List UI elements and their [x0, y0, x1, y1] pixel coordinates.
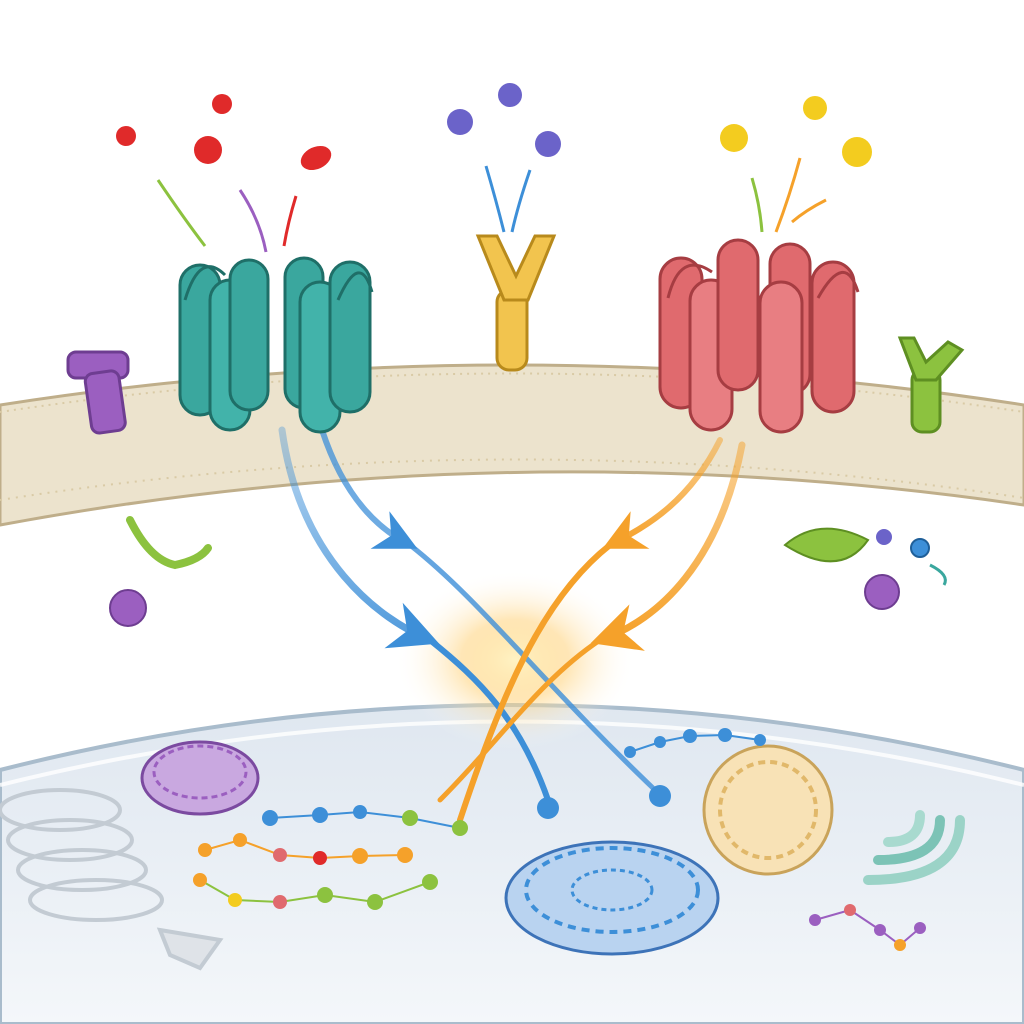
blue-pathway-1 [278, 426, 440, 649]
orange-pathway-1 [602, 437, 723, 549]
bead-chain-1 [262, 805, 468, 836]
y-shaped-receptor [475, 234, 557, 372]
bead-chain-2 [198, 833, 413, 865]
pathway-endpoint [649, 785, 671, 807]
orange-pathway-2 [590, 441, 746, 651]
red-transmembrane-receptor [658, 238, 860, 434]
blue-pathway-4 [407, 542, 658, 793]
pathway-endpoint [537, 797, 559, 819]
blue-ligand-molecules [447, 83, 561, 233]
green-y-receptor [897, 336, 965, 434]
convergence-glow [395, 570, 635, 750]
bead-chain-4 [624, 728, 766, 758]
ligand-dot [498, 83, 522, 107]
red-ligand-molecules [116, 94, 332, 253]
blue-disc-organelle [504, 840, 720, 956]
t-shaped-receptor [66, 350, 130, 435]
ligand-dot [720, 124, 748, 152]
purple-disc-organelle [140, 740, 260, 816]
nucleus [0, 703, 1024, 1024]
bead-chain-5 [809, 904, 926, 951]
yellow-ligand-molecules [720, 96, 872, 233]
tan-disc-organelle [702, 744, 834, 876]
teal-transmembrane-receptor [178, 256, 374, 434]
ligand-dot [535, 131, 561, 157]
cytoplasm-molecules-left [109, 516, 212, 627]
golgi-like-organelle [863, 810, 965, 885]
bead-chain-3 [193, 873, 438, 910]
cell-membrane [0, 363, 1024, 527]
ligand-dot [842, 137, 872, 167]
ligand-dot [803, 96, 827, 120]
signaling-pathways [278, 426, 746, 823]
blue-pathway-3 [427, 637, 551, 803]
ligand-dot [447, 109, 473, 135]
blue-pathway-2 [319, 427, 418, 549]
orange-pathway-4 [437, 637, 603, 803]
ligand-dot [116, 126, 136, 146]
grey-coiled-organelle [0, 788, 224, 971]
green-leaf-vesicle [783, 527, 870, 563]
ligand-dot [300, 145, 332, 171]
ligand-dot [194, 136, 222, 164]
cytoplasm-molecules-right [864, 529, 947, 610]
orange-pathway-3 [457, 542, 613, 823]
ligand-dot [212, 94, 232, 114]
